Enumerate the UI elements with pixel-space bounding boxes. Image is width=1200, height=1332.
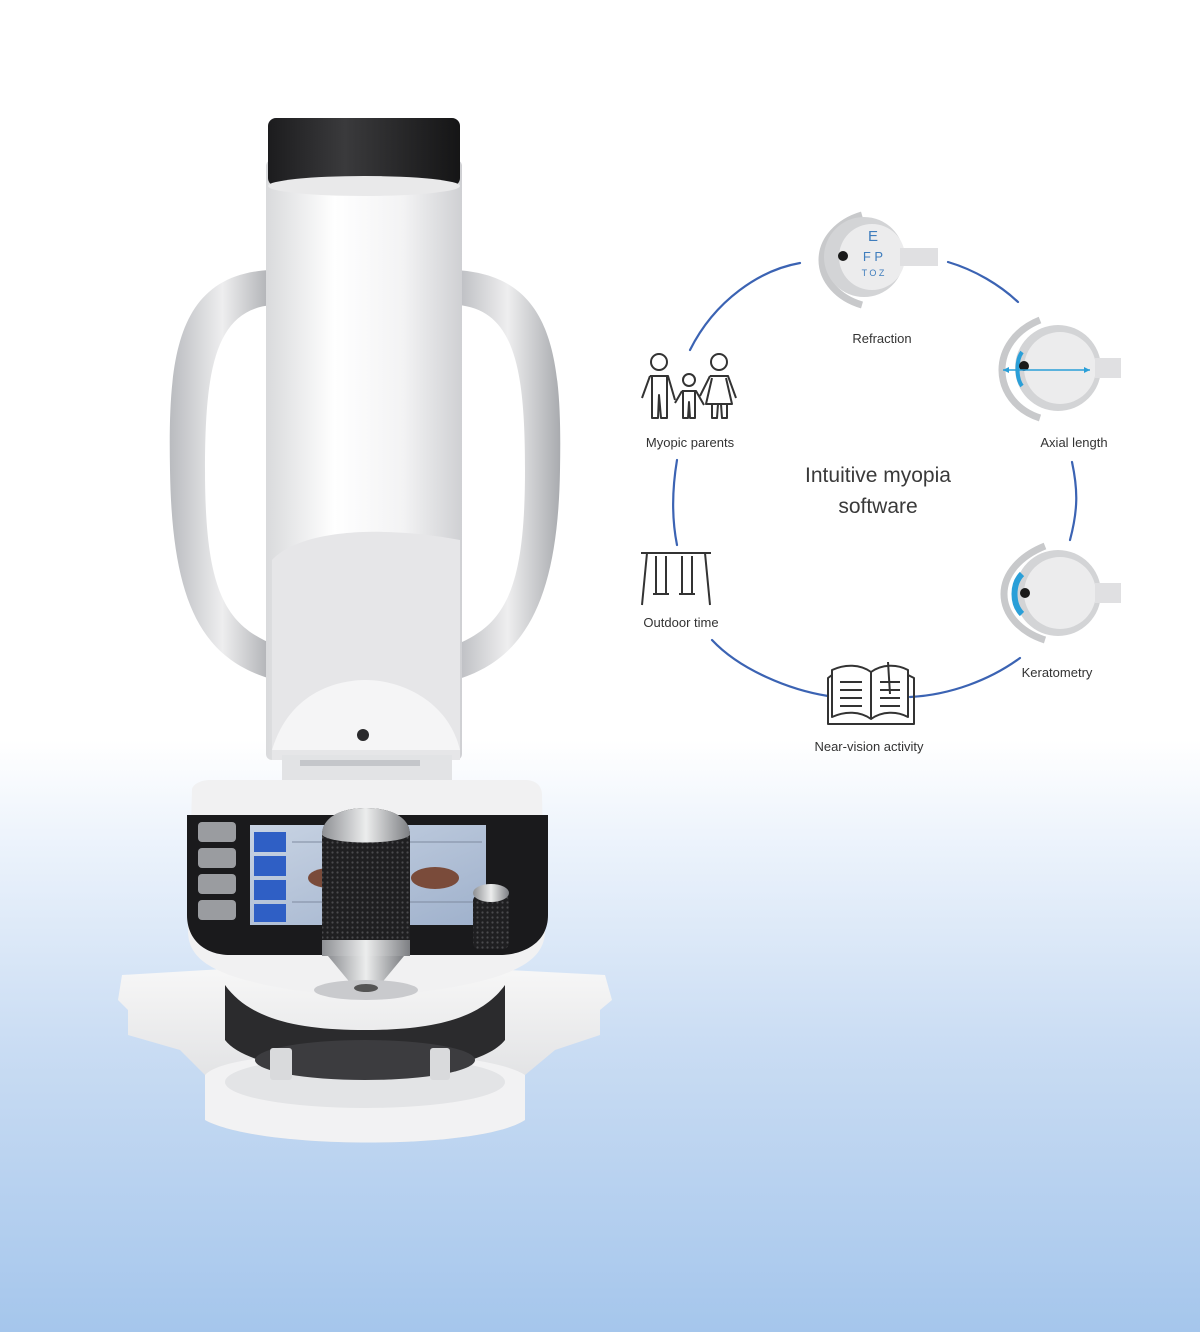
chart-row-3: T O Z bbox=[862, 268, 885, 278]
eye-chart-icon: E F P T O Z bbox=[818, 211, 938, 309]
chart-row-2: F P bbox=[863, 249, 883, 264]
node-label-outdoor-time: Outdoor time bbox=[643, 615, 719, 630]
center-title-line-1: Intuitive myopia bbox=[805, 464, 951, 487]
console-button bbox=[198, 848, 236, 868]
center-title-line-2: software bbox=[838, 495, 918, 518]
device-handle bbox=[169, 270, 275, 680]
console-button bbox=[198, 900, 236, 920]
swing-icon bbox=[641, 552, 711, 606]
console-button bbox=[198, 874, 236, 894]
node-label-myopic-parents: Myopic parents bbox=[645, 435, 735, 450]
console-button bbox=[198, 822, 236, 842]
center-title: Intuitive myopia software bbox=[758, 460, 998, 522]
eye-cornea-icon bbox=[1000, 542, 1121, 644]
joystick bbox=[322, 808, 410, 955]
device-top-cap bbox=[268, 118, 460, 186]
open-book-icon bbox=[827, 661, 915, 725]
node-label-refraction: Refraction bbox=[852, 331, 912, 346]
node-label-keratometry: Keratometry bbox=[1021, 665, 1093, 680]
family-icon bbox=[641, 353, 737, 419]
node-label-near-vision-activity: Near-vision activity bbox=[814, 739, 924, 754]
node-label-axial-length: Axial length bbox=[1040, 435, 1108, 450]
chart-row-1: E bbox=[868, 228, 878, 245]
cycle-ring bbox=[672, 260, 1078, 699]
eye-axial-icon bbox=[998, 316, 1121, 422]
